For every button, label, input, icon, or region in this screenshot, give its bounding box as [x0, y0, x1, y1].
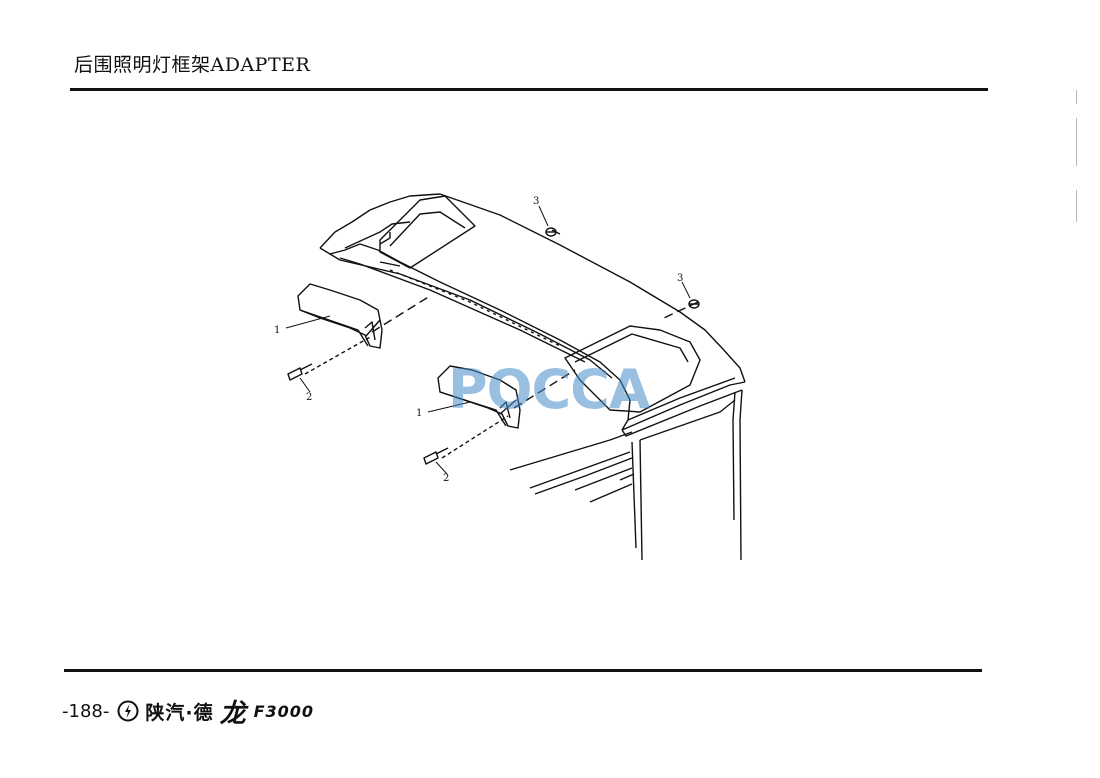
brand-logo-icon — [117, 700, 139, 722]
bolt-lines — [304, 335, 509, 459]
callout-3-upper: 3 — [533, 196, 539, 207]
brand-name: 陕汽·德 — [145, 701, 214, 724]
page-number: -188- — [62, 700, 110, 722]
callout-2-upper: 2 — [306, 392, 312, 403]
edge-mark — [1076, 90, 1077, 104]
cab-roof-frame — [319, 193, 746, 561]
model-name: F3000 — [253, 701, 315, 721]
edge-mark — [1076, 118, 1077, 166]
page-title: 后围照明灯框架ADAPTER — [74, 54, 311, 76]
footer-rule — [64, 669, 982, 672]
header-rule — [70, 88, 988, 91]
callout-3-lower: 3 — [677, 273, 683, 284]
nut-upper — [545, 227, 557, 237]
callout-1-lower: 1 — [416, 408, 422, 419]
adapter-bracket-left — [297, 283, 383, 349]
edge-mark — [1076, 190, 1077, 222]
callout-2-lower: 2 — [443, 473, 449, 484]
footer: -188- 陕汽·德 龙 F3000 — [62, 697, 315, 729]
brand-script: 龙 — [219, 698, 246, 729]
bolt-upper — [287, 363, 313, 381]
leader-lines — [285, 205, 691, 475]
bolt-lower — [423, 447, 449, 465]
watermark-text: POCCA — [448, 358, 651, 421]
adapter-bracket-right — [437, 365, 521, 429]
nut-lower — [688, 299, 700, 309]
callout-1-upper: 1 — [274, 325, 280, 336]
